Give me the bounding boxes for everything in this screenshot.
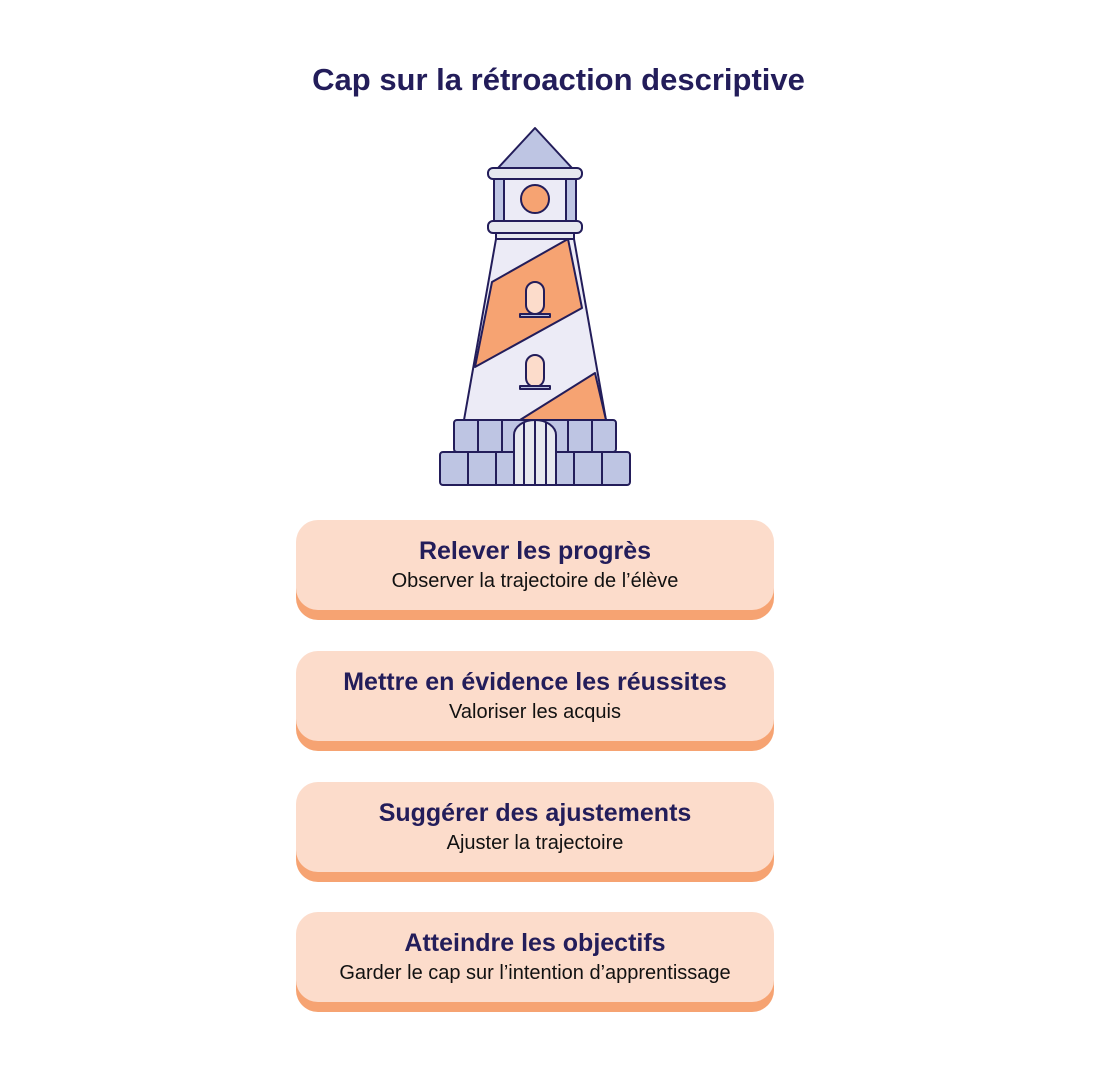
step-heading: Mettre en évidence les réussites [343,668,727,696]
step-heading: Suggérer des ajustements [378,799,692,827]
step-heading: Atteindre les objectifs [404,929,666,957]
step-subtitle: Observer la trajectoire de l’élève [391,570,679,592]
step-card-2: Mettre en évidence les réussites Valoris… [296,651,774,741]
step-card-3: Suggérer des ajustements Ajuster la traj… [296,782,774,872]
step-heading: Relever les progrès [418,537,652,565]
lighthouse-illustration [439,127,631,486]
step-subtitle: Garder le cap sur l’intention d’apprenti… [339,962,731,984]
step-card-1: Relever les progrès Observer la trajecto… [296,520,774,610]
step-subtitle: Valoriser les acquis [449,701,621,723]
page-title: Cap sur la rétroaction descriptive [312,62,805,97]
step-subtitle: Ajuster la trajectoire [446,832,624,854]
step-card-4: Atteindre les objectifs Garder le cap su… [296,912,774,1002]
